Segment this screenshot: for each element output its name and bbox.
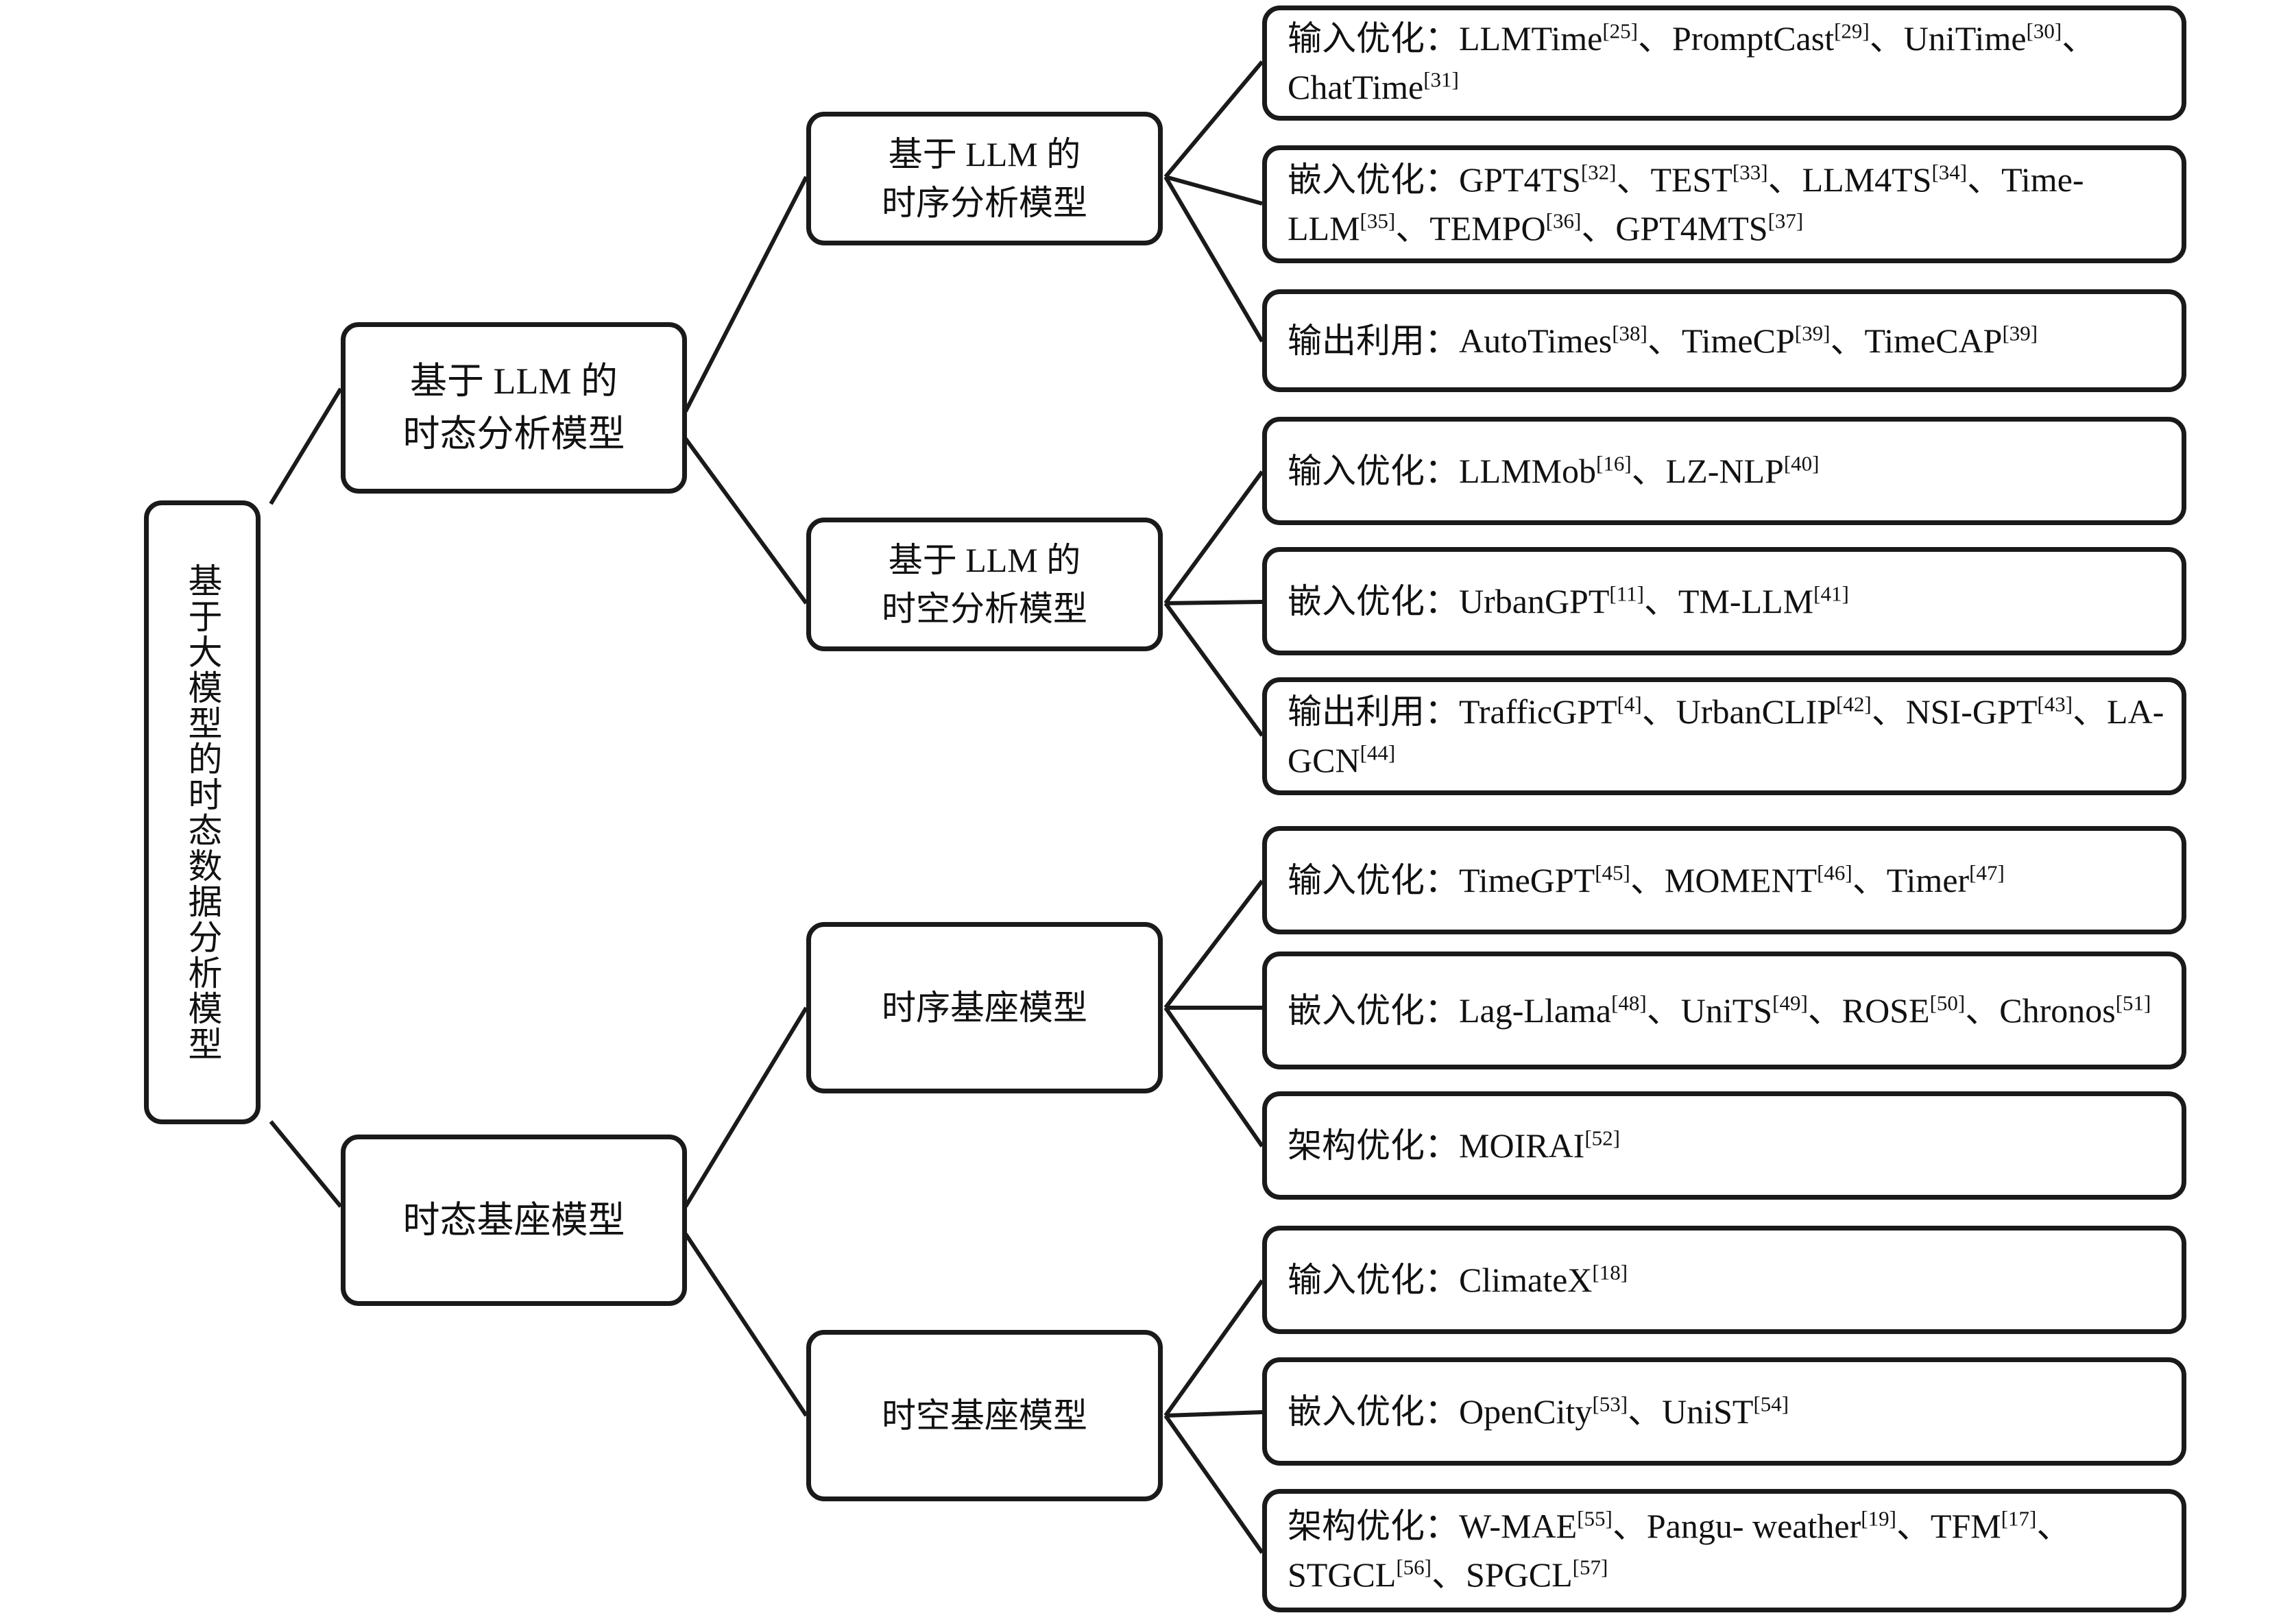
node-llm-st-label: 基于 LLM 的时空分析模型 [882, 540, 1087, 628]
leaf-llm-ts-output-text: 输出利用：AutoTimes[38]、TimeCP[39]、TimeCAP[39… [1288, 320, 2038, 360]
node-llm-ts-label: 基于 LLM 的时序分析模型 [882, 134, 1087, 222]
node-foundation-label: 时态基座模型 [402, 1199, 625, 1241]
leaf-stf-arch-text: 架构优化：W-MAE[55]、Pangu- weather[19]、TFM[17… [1288, 1506, 2071, 1594]
leaf-stf-input[interactable]: 输入优化：ClimateX[18] [1262, 1226, 2186, 1334]
leaf-tsf-arch-text: 架构优化：MOIRAI[52] [1288, 1125, 1620, 1165]
edge-root-to-llm-temporal [269, 387, 343, 505]
edge-ts-foundation-to-leaf-3 [1163, 1006, 1264, 1148]
edge-foundation-to-ts-foundation [684, 1006, 808, 1208]
node-root-label: 基于大模型的时态数据分析模型 [183, 563, 222, 1062]
node-root[interactable]: 基于大模型的时态数据分析模型 [144, 500, 261, 1124]
leaf-tsf-arch[interactable]: 架构优化：MOIRAI[52] [1262, 1091, 2186, 1200]
edge-llm-ts-to-leaf-3 [1163, 175, 1264, 343]
leaf-llm-st-input-text: 输入优化：LLMMob[16]、LZ-NLP[40] [1288, 450, 1820, 490]
edge-llm-ts-to-leaf-1 [1163, 60, 1264, 178]
leaf-stf-input-text: 输入优化：ClimateX[18] [1288, 1259, 1628, 1299]
edge-llm-st-to-leaf-1 [1163, 470, 1264, 605]
edge-foundation-to-st-foundation [684, 1233, 808, 1417]
leaf-llm-st-embed[interactable]: 嵌入优化：UrbanGPT[11]、TM-LLM[41] [1262, 547, 2186, 655]
leaf-llm-st-output-text: 输出利用：TrafficGPT[4]、UrbanCLIP[42]、NSI-GPT… [1288, 692, 2164, 779]
edge-llm-st-to-leaf-2 [1165, 600, 1263, 605]
leaf-llm-ts-output[interactable]: 输出利用：AutoTimes[38]、TimeCP[39]、TimeCAP[39… [1262, 289, 2186, 392]
leaf-tsf-input[interactable]: 输入优化：TimeGPT[45]、MOMENT[46]、Timer[47] [1262, 826, 2186, 934]
node-llm-ts[interactable]: 基于 LLM 的时序分析模型 [806, 112, 1163, 245]
leaf-stf-embed-text: 嵌入优化：OpenCity[53]、UniST[54] [1288, 1391, 1789, 1431]
leaf-llm-st-embed-text: 嵌入优化：UrbanGPT[11]、TM-LLM[41] [1288, 581, 1849, 620]
leaf-llm-ts-input[interactable]: 输入优化：LLMTime[25]、PromptCast[29]、UniTime[… [1262, 5, 2186, 121]
node-foundation[interactable]: 时态基座模型 [341, 1135, 687, 1306]
edge-root-to-foundation [269, 1120, 343, 1208]
leaf-stf-arch[interactable]: 架构优化：W-MAE[55]、Pangu- weather[19]、TFM[17… [1262, 1489, 2186, 1612]
leaf-llm-ts-embed[interactable]: 嵌入优化：GPT4TS[32]、TEST[33]、LLM4TS[34]、Time… [1262, 145, 2186, 263]
node-st-foundation[interactable]: 时空基座模型 [806, 1330, 1163, 1501]
node-llm-temporal[interactable]: 基于 LLM 的时态分析模型 [341, 322, 687, 494]
leaf-llm-st-input[interactable]: 输入优化：LLMMob[16]、LZ-NLP[40] [1262, 417, 2186, 525]
leaf-llm-ts-embed-text: 嵌入优化：GPT4TS[32]、TEST[33]、LLM4TS[34]、Time… [1288, 160, 2084, 247]
edge-llm-st-to-leaf-3 [1163, 602, 1264, 737]
edge-llm-ts-to-leaf-2 [1165, 175, 1263, 206]
edge-ts-foundation-to-leaf-1 [1163, 880, 1264, 1009]
edge-st-foundation-to-leaf-3 [1163, 1414, 1264, 1554]
node-llm-temporal-label: 基于 LLM 的时态分析模型 [402, 361, 625, 455]
leaf-tsf-embed-text: 嵌入优化：Lag-Llama[48]、UniTS[49]、ROSE[50]、Ch… [1288, 990, 2151, 1030]
edge-st-foundation-to-leaf-2 [1165, 1410, 1263, 1418]
leaf-tsf-input-text: 输入优化：TimeGPT[45]、MOMENT[46]、Timer[47] [1288, 860, 2005, 899]
leaf-llm-ts-input-text: 输入优化：LLMTime[25]、PromptCast[29]、UniTime[… [1288, 19, 2097, 106]
edge-st-foundation-to-leaf-1 [1163, 1279, 1264, 1417]
node-ts-foundation-label: 时序基座模型 [882, 988, 1087, 1027]
edge-llm-temporal-to-llm-ts [684, 175, 808, 413]
leaf-stf-embed[interactable]: 嵌入优化：OpenCity[53]、UniST[54] [1262, 1357, 2186, 1466]
edge-llm-temporal-to-llm-st [684, 437, 808, 605]
leaf-llm-st-output[interactable]: 输出利用：TrafficGPT[4]、UrbanCLIP[42]、NSI-GPT… [1262, 677, 2186, 795]
node-st-foundation-label: 时空基座模型 [882, 1396, 1087, 1435]
node-ts-foundation[interactable]: 时序基座模型 [806, 922, 1163, 1093]
node-llm-st[interactable]: 基于 LLM 的时空分析模型 [806, 518, 1163, 651]
leaf-tsf-embed[interactable]: 嵌入优化：Lag-Llama[48]、UniTS[49]、ROSE[50]、Ch… [1262, 952, 2186, 1069]
